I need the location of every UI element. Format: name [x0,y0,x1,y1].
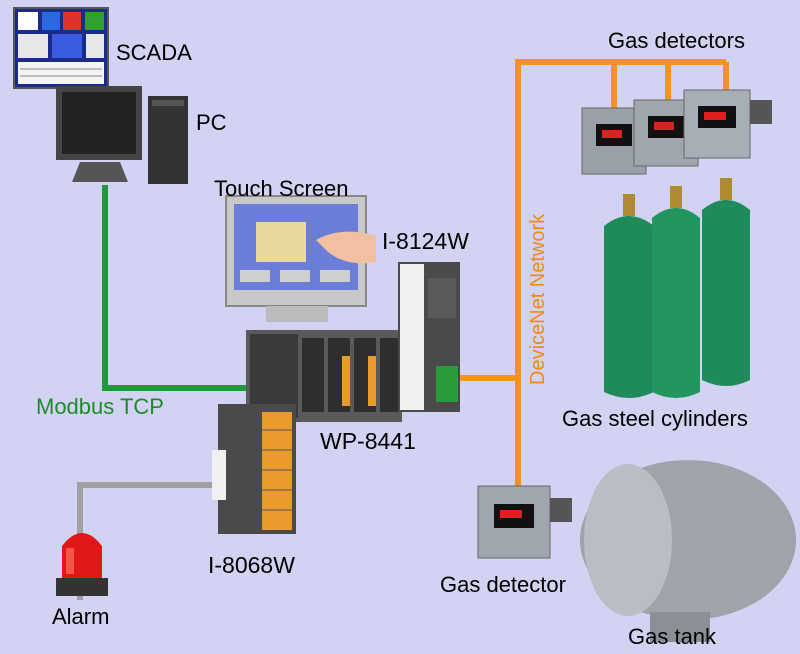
gas-cylinder-icon-2 [652,186,700,398]
modbus-tcp-label: Modbus TCP [36,394,164,419]
gas-tank-icon [580,460,796,642]
scada-screen-icon [13,7,109,89]
touch-screen-icon [225,195,376,322]
gas-detector-icon-single [477,485,572,559]
i8124w-label: I-8124W [382,228,469,254]
gas-cylinder-icon-3 [702,178,750,386]
alarm-light-icon [56,533,108,596]
gas-steel-cylinders-label: Gas steel cylinders [562,406,748,431]
devicenet-bus-line [515,59,726,488]
touch-screen-label: Touch Screen [214,176,349,201]
wp8441-label: WP-8441 [320,428,416,454]
gas-tank-label: Gas tank [628,624,717,649]
i8124w-module-icon [398,262,460,412]
i8068w-module-icon [212,404,296,534]
alarm-label: Alarm [52,604,110,629]
gas-detector-label: Gas detector [440,572,566,597]
i8068w-label: I-8068W [208,552,295,578]
gas-detector-icon-3 [683,89,772,159]
gas-detectors-label: Gas detectors [608,28,745,53]
pc-label: PC [196,110,227,135]
devicenet-network-label: DeviceNet Network [527,213,549,385]
gas-cylinder-icon-1 [604,194,654,398]
scada-label: SCADA [116,40,192,65]
pc-icon [56,86,188,184]
